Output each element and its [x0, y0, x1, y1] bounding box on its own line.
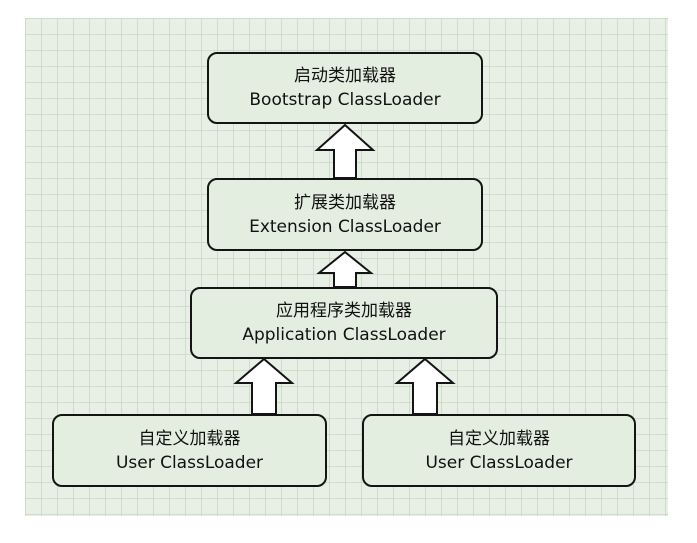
application-zh-label: 应用程序类加载器 — [276, 301, 412, 321]
user-left-en-label: User ClassLoader — [115, 452, 264, 473]
extension-zh-label: 扩展类加载器 — [294, 192, 396, 213]
arrow-user-left-to-application — [233, 357, 295, 415]
bootstrap-en-label: Bootstrap ClassLoader — [249, 90, 441, 110]
arrow-user-right-to-application — [394, 357, 456, 415]
extension-classloader-node: 扩展类加载器 Extension ClassLoader — [207, 178, 483, 251]
user-left-zh-label: 自定义加载器 — [138, 428, 241, 449]
extension-en-label: Extension ClassLoader — [249, 216, 441, 237]
bootstrap-classloader-node: 启动类加载器 Bootstrap ClassLoader — [207, 52, 483, 124]
user-right-en-label: User ClassLoader — [425, 452, 573, 473]
user-classloader-node-left: 自定义加载器 User ClassLoader — [52, 414, 327, 487]
application-en-label: Application ClassLoader — [242, 325, 446, 345]
user-classloader-node-right: 自定义加载器 User ClassLoader — [362, 414, 636, 487]
arrow-application-to-extension — [316, 250, 374, 288]
user-right-zh-label: 自定义加载器 — [448, 428, 550, 449]
arrow-extension-to-bootstrap — [314, 123, 376, 179]
bootstrap-zh-label: 启动类加载器 — [294, 66, 396, 86]
